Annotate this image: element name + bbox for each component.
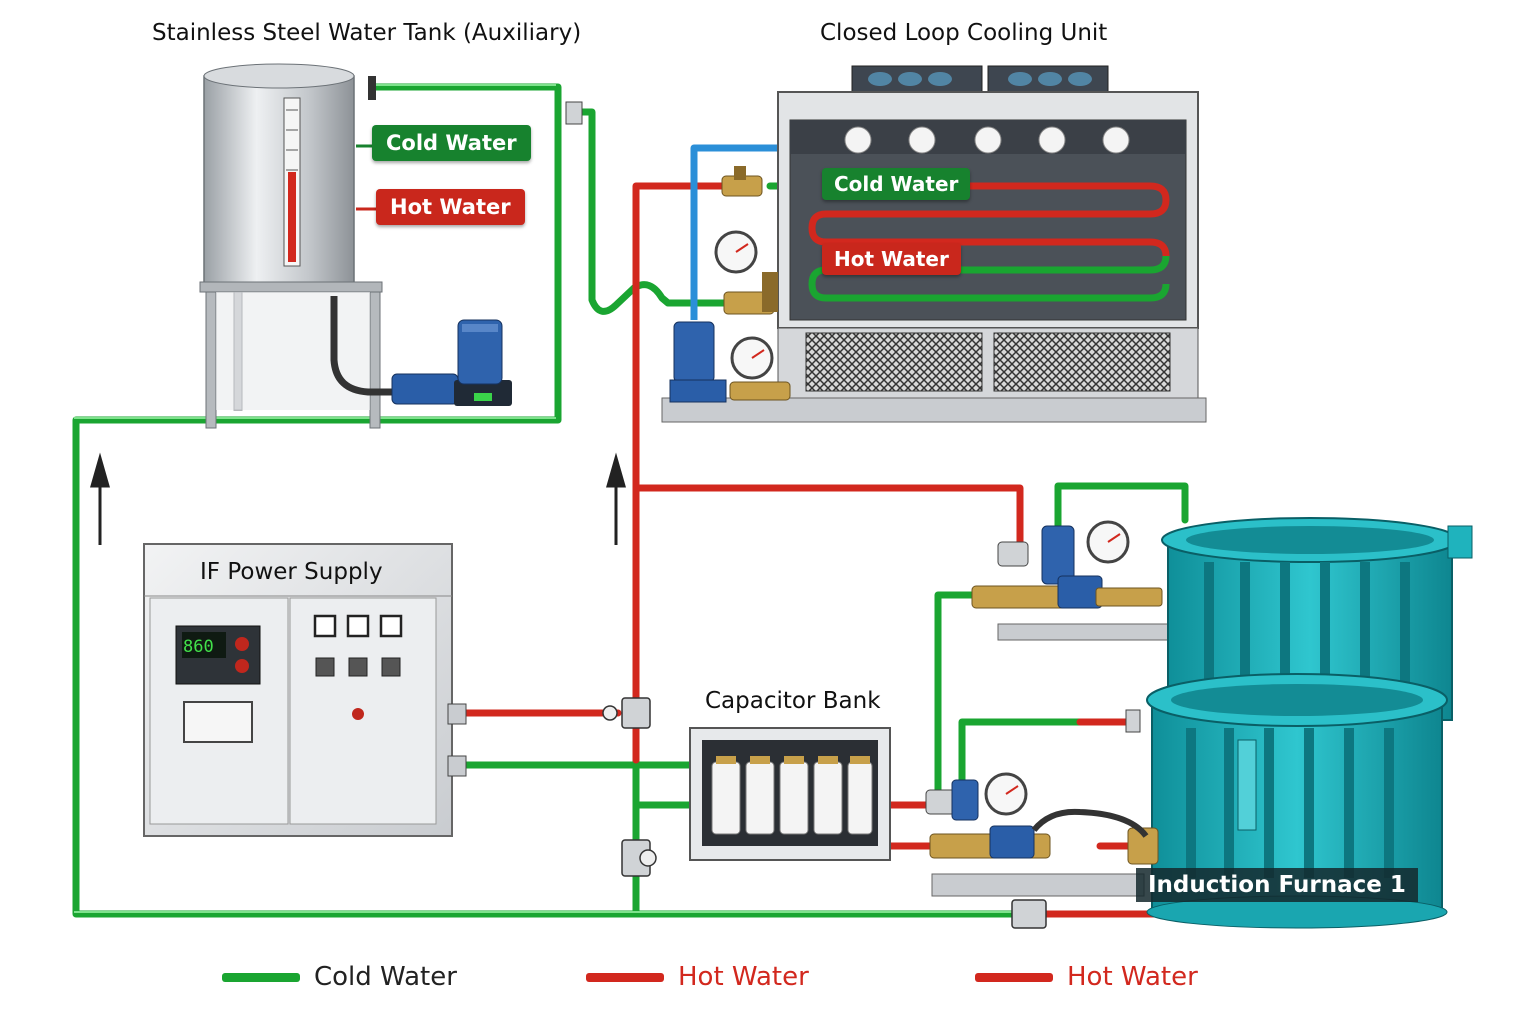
cooling-hot-water-tag: Hot Water: [822, 243, 961, 275]
cooling-cold-water-tag: Cold Water: [822, 168, 971, 200]
closed-loop-cooling-unit: [661, 65, 1207, 423]
power-supply-display: 860: [183, 637, 214, 657]
legend-item-cold-water: Cold Water: [222, 962, 457, 992]
tank-title: Stainless Steel Water Tank (Auxiliary): [152, 20, 582, 46]
legend-label: Hot Water: [1067, 962, 1198, 992]
capacitor-bank-title: Capacitor Bank: [705, 688, 881, 714]
if-power-supply-cabinet: [143, 543, 467, 837]
legend-swatch-cold: [222, 972, 300, 982]
induction-furnace: [925, 517, 1473, 929]
legend-swatch-hot: [586, 972, 664, 982]
pipe-fittings: [602, 697, 1047, 929]
legend-label: Cold Water: [314, 962, 457, 992]
tank-hot-water-tag: Hot Water: [376, 189, 525, 225]
legend-swatch-hot: [975, 972, 1053, 982]
flow-arrows: [90, 452, 626, 545]
power-supply-title: IF Power Supply: [200, 559, 383, 585]
cooling-unit-title: Closed Loop Cooling Unit: [820, 20, 1108, 46]
cooling-valves: [669, 166, 791, 403]
legend-label: Hot Water: [678, 962, 809, 992]
cold-water-pipe-highlights: [74, 84, 1190, 913]
legend-item-hot-water: Hot Water: [586, 962, 809, 992]
capacitor-bank: [689, 727, 891, 861]
furnace-label: Induction Furnace 1: [1136, 868, 1418, 902]
legend-item-hot-water-2: Hot Water: [975, 962, 1198, 992]
stainless-steel-water-tank: [199, 63, 583, 429]
tank-cold-water-tag: Cold Water: [372, 125, 531, 161]
blue-supply-pipe: [690, 144, 778, 320]
